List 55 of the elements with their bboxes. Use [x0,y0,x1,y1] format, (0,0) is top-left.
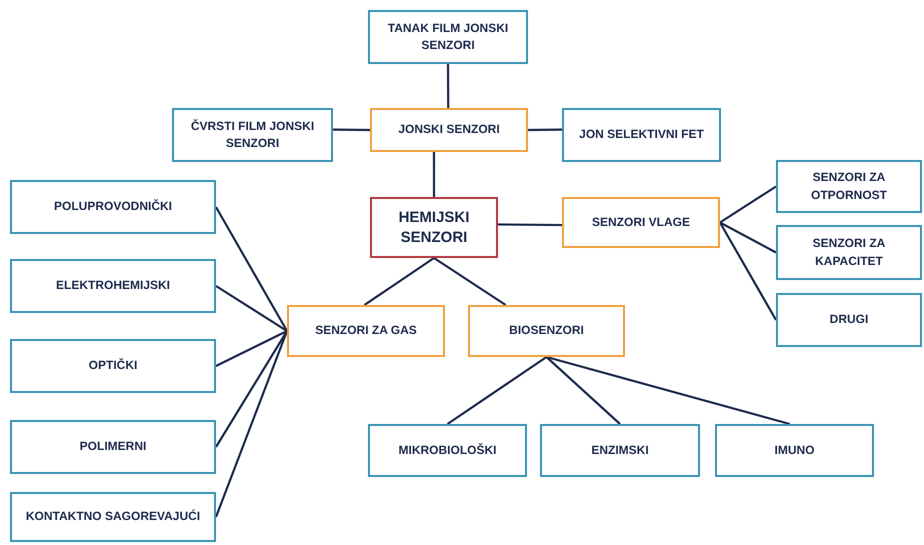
category-box [10,420,216,474]
connector-line [528,128,562,132]
connector-line [546,356,790,426]
box-label: POLIMERNI [78,438,148,456]
connector-line [215,330,288,448]
connector-line [719,186,777,224]
category-box [468,305,625,357]
connector-line [498,223,562,226]
connector-line [719,222,777,254]
box-label: ELEKTROHEMIJSKI [54,277,171,294]
box-label: SENZORI ZA GAS [314,322,418,340]
connector-line [719,222,777,321]
box-label: IMUNO [774,442,816,459]
category-box [287,305,445,357]
box-label: BIOSENZORI [508,322,585,340]
box-label: SENZORI ZA OTPORNOST [810,169,888,204]
category-box [10,180,216,234]
box-label: HEMIJSKI SENZORI [398,208,470,247]
category-box [776,293,922,347]
box-label: JONSKI SENZORI [397,121,501,138]
category-box [715,424,874,477]
box-label: POLUPROVODNIČKI [52,198,173,216]
category-box [370,197,498,258]
category-box [776,160,922,213]
box-label: SENZORI VLAGE [590,214,691,231]
connector-line [215,285,288,332]
box-label: MIKROBIOLOŠKI [398,442,498,459]
connector-line [364,257,435,306]
box-label: TANAK FILM JONSKI SENZORI [386,20,510,54]
category-box [776,225,922,280]
connector-line [215,206,288,332]
category-box [562,197,720,248]
connector-line [446,64,450,108]
box-label: SENZORI ZA KAPACITET [812,235,886,270]
category-box [562,108,721,162]
category-box [10,259,216,313]
box-label: KONTAKTNO SAGOREVAJUĆI [24,508,202,526]
connector-line [332,128,370,132]
box-label: JON SELEKTIVNI FET [578,126,705,144]
category-box [10,492,216,542]
category-box [540,424,700,477]
category-box [368,424,527,477]
category-box [370,108,528,152]
category-box [10,339,216,393]
connector-line [546,356,621,425]
connector-line [432,152,436,197]
connector-line [446,356,548,425]
category-box [368,10,528,64]
connector-line [433,257,506,306]
category-box [172,108,333,162]
box-label: OPTIČKI [88,357,138,374]
box-label: ČVRSTI FILM JONSKI SENZORI [190,118,316,152]
connector-line [216,330,288,367]
box-label: ENZIMSKI [590,442,650,459]
box-label: DRUGI [828,311,870,328]
